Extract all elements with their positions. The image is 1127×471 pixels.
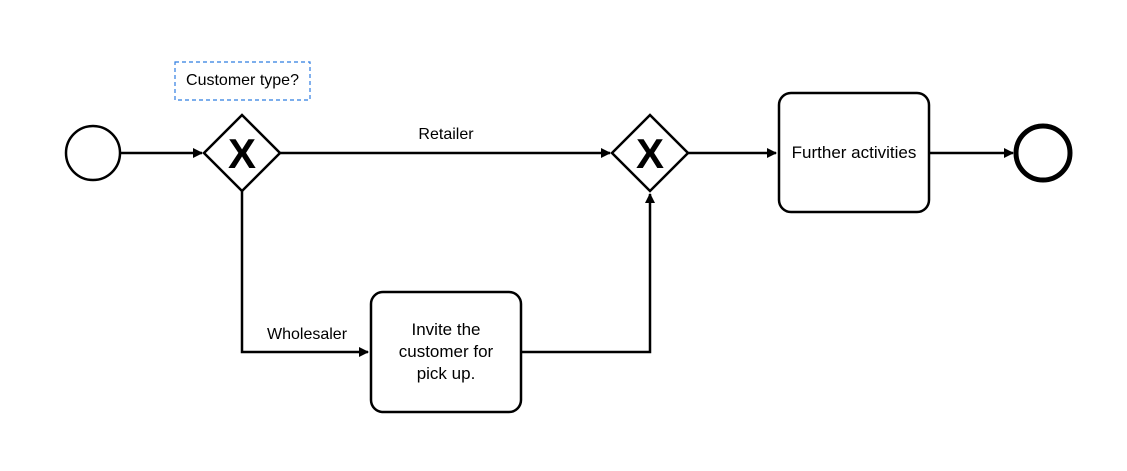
start-event[interactable] (64, 124, 122, 182)
annotation-text: Customer type? (186, 72, 299, 89)
task-invite-line-1: Invite the (412, 320, 481, 339)
join-gateway-x-icon: X (636, 130, 664, 177)
task-invite-line-3: pick up. (417, 364, 476, 383)
task-further-label: Further activities (792, 143, 917, 162)
flow-label-retailer: Retailer (418, 126, 474, 143)
exclusive-join-gateway[interactable] (610, 113, 690, 193)
end-event[interactable] (1013, 123, 1073, 183)
flow-invite-to-join[interactable] (521, 193, 655, 354)
flow-label-wholesaler: Wholesaler (267, 326, 348, 343)
annotation-box (174, 61, 311, 101)
flow-wholesaler[interactable] (240, 191, 369, 357)
split-gateway-x-icon: X (228, 130, 256, 177)
task-invite-line-2: customer for (399, 342, 494, 361)
